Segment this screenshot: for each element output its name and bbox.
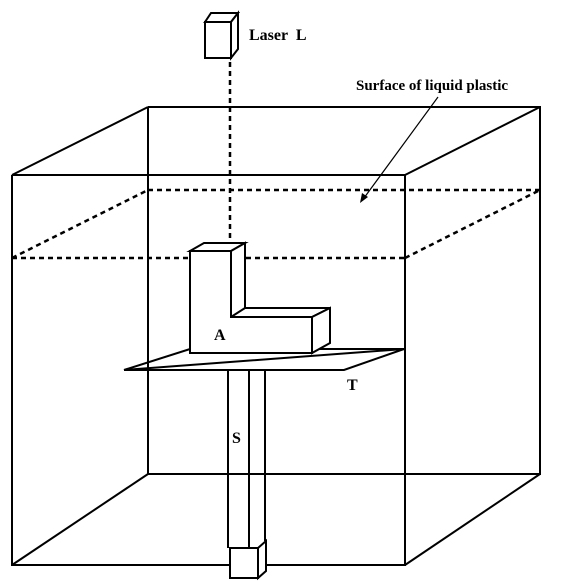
shaft-label: S bbox=[232, 430, 241, 447]
part-label: A bbox=[214, 327, 226, 344]
surface-label: Surface of liquid plastic bbox=[356, 78, 508, 94]
laser-label: Laser L bbox=[249, 27, 306, 44]
table-label: T bbox=[347, 377, 358, 394]
shaft bbox=[227, 370, 266, 520]
surface-pointer-arrow bbox=[360, 96, 439, 203]
shaft-bottom-block bbox=[227, 520, 267, 581]
laser-device bbox=[203, 10, 241, 61]
part-block bbox=[186, 241, 331, 355]
liquid-surface-plane bbox=[11, 188, 541, 260]
tank-front bbox=[11, 106, 541, 566]
